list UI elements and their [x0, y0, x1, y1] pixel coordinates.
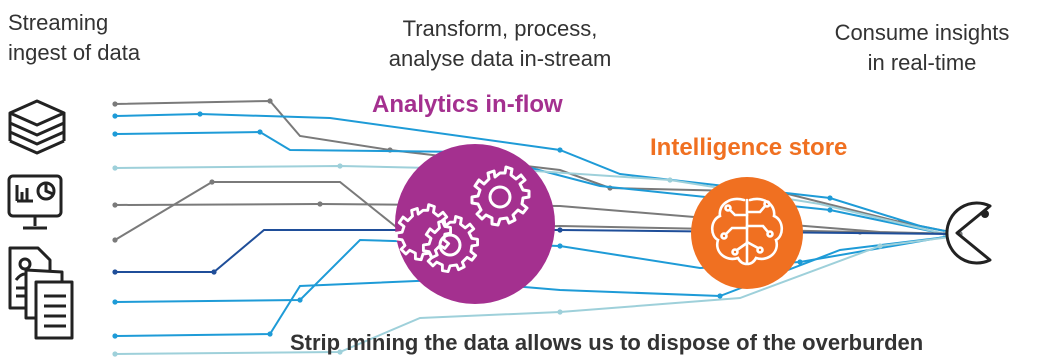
stream-node: [267, 98, 273, 104]
documents-icon: [8, 246, 74, 340]
stream-node: [112, 165, 118, 171]
stream-node: [337, 163, 343, 169]
stream-line: [115, 229, 951, 273]
brain-circuit-icon: [710, 197, 784, 266]
stream-node: [112, 113, 118, 119]
consume-caption: Consume insights in real-time: [808, 18, 1036, 78]
stream-node: [667, 177, 673, 183]
data-streams: [112, 98, 963, 357]
stream-node: [112, 237, 118, 243]
stream-node: [112, 131, 118, 137]
stream-line: [114, 112, 961, 235]
stream-node: [112, 101, 118, 107]
ingest-caption-line-2: ingest of data: [8, 40, 141, 65]
stream-line: [114, 164, 946, 235]
stream-node: [317, 201, 323, 207]
stream-node: [337, 349, 343, 355]
stream-node: [717, 293, 723, 299]
stream-node: [112, 299, 118, 305]
stream-node: [257, 129, 263, 135]
stream-node: [827, 195, 833, 201]
ingest-caption-line-1: Streaming: [8, 10, 109, 35]
transform-caption-line-1: Transform, process,: [402, 16, 598, 41]
stream-node: [827, 207, 833, 213]
stream-node: [112, 269, 118, 275]
stream-node: [112, 351, 118, 357]
intelligence-label: Intelligence store: [650, 134, 848, 161]
gears-icon: [394, 165, 531, 274]
stream-node: [557, 243, 563, 249]
stream-node: [557, 309, 563, 315]
stream-node: [267, 331, 273, 337]
transform-caption-line-2: analyse data in-stream: [388, 46, 612, 71]
consume-caption-line-2: in real-time: [867, 50, 977, 75]
stream-node: [557, 227, 563, 233]
stream-node: [877, 243, 883, 249]
ingest-caption: Streaming ingest of data: [8, 8, 140, 68]
data-stack-icon: [8, 99, 66, 155]
stream-node: [557, 147, 563, 153]
stream-node: [297, 297, 303, 303]
stream-line: [114, 99, 961, 235]
stream-node: [197, 111, 203, 117]
stream-node: [209, 179, 215, 185]
stream-node: [112, 202, 118, 208]
analytics-in-flow-node: [394, 144, 555, 304]
stream-node: [797, 259, 803, 265]
dashboard-monitor-icon: [7, 174, 63, 230]
stream-node: [211, 269, 217, 275]
footer-caption: Strip mining the data allows us to dispo…: [290, 330, 924, 355]
intelligence-store-node: [691, 177, 803, 289]
pacman-consumer-icon: [945, 201, 992, 265]
stream-node: [112, 333, 118, 339]
consume-caption-line-1: Consume insights: [834, 20, 1010, 45]
analytics-label: Analytics in-flow: [372, 91, 563, 118]
transform-caption: Transform, process, analyse data in-stre…: [350, 14, 650, 74]
